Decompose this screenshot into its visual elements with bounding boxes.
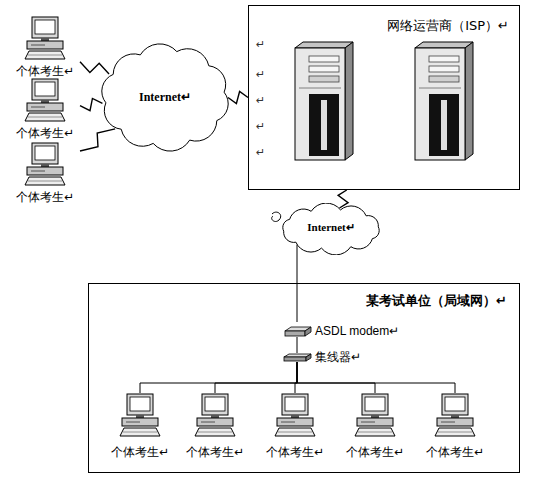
box-title: 网络运营商（ISP）↵: [387, 18, 509, 34]
paragraph-mark: ↵: [256, 68, 265, 81]
computer-icon: [23, 78, 67, 124]
computer-icon: [23, 16, 67, 62]
hub-device: 集线器↵: [283, 348, 393, 368]
candidate-computer: 个体考生↵: [10, 142, 80, 204]
internet-cloud: Internet↵: [275, 203, 387, 255]
computer-label: 个体考生↵: [340, 445, 410, 459]
candidate-computer: 个体考生↵: [180, 393, 250, 459]
wireless-link: [338, 190, 348, 208]
computer-label: 个体考生↵: [260, 445, 330, 459]
cloud-label: Internet↵: [275, 221, 387, 234]
box-title: 某考试单位（局域网）↵: [366, 293, 507, 309]
isp-box: 网络运营商（ISP）↵: [248, 5, 520, 190]
server-tower: [295, 42, 353, 160]
computer-label: 个体考生↵: [10, 190, 80, 204]
computer-icon: [23, 142, 67, 188]
device-label: 集线器↵: [315, 350, 361, 364]
network-cable: [140, 362, 297, 393]
wireless-link: [80, 129, 115, 151]
computer-label: 个体考生↵: [420, 445, 490, 459]
network-cable: [295, 362, 297, 393]
network-cable: [297, 362, 375, 393]
exam-unit-box: 某考试单位（局域网）↵ ASDL modem↵ 集线器↵ 个体考生↵ 个体考生↵ 个体考生…: [88, 283, 520, 473]
candidate-computer: 个体考生↵: [260, 393, 330, 459]
wireless-link: [228, 92, 248, 104]
hub-icon: [283, 348, 313, 368]
paragraph-mark: ↵: [256, 94, 265, 107]
network-cable: [297, 362, 455, 393]
computer-icon: [193, 393, 237, 439]
candidate-computer: 个体考生↵: [105, 393, 175, 459]
internet-cloud: Internet↵: [95, 35, 235, 160]
modem-icon: [283, 322, 313, 342]
candidate-computer: 个体考生↵: [420, 393, 490, 459]
wireless-link: [80, 98, 102, 110]
adsl-modem: ASDL modem↵: [283, 322, 413, 342]
candidate-computer: 个体考生↵: [10, 78, 80, 140]
device-label: ASDL modem↵: [315, 324, 399, 338]
wireless-link: [80, 62, 109, 74]
computer-icon: [433, 393, 477, 439]
cloud-label: Internet↵: [95, 90, 235, 104]
paragraph-mark: ↵: [256, 146, 265, 159]
candidate-computer: 个体考生↵: [340, 393, 410, 459]
computer-label: 个体考生↵: [10, 64, 80, 78]
network-cable: [297, 337, 298, 353]
cable-curl: [272, 212, 281, 221]
computer-label: 个体考生↵: [180, 445, 250, 459]
paragraph-mark: ↵: [256, 38, 265, 51]
computer-icon: [118, 393, 162, 439]
computer-icon: [273, 393, 317, 439]
candidate-computer: 个体考生↵: [10, 16, 80, 78]
computer-label: 个体考生↵: [105, 445, 175, 459]
network-cable: [297, 245, 298, 322]
paragraph-mark: ↵: [256, 120, 265, 133]
computer-label: 个体考生↵: [10, 126, 80, 140]
network-cable: [215, 362, 297, 393]
computer-icon: [353, 393, 397, 439]
server-tower: [415, 42, 473, 160]
